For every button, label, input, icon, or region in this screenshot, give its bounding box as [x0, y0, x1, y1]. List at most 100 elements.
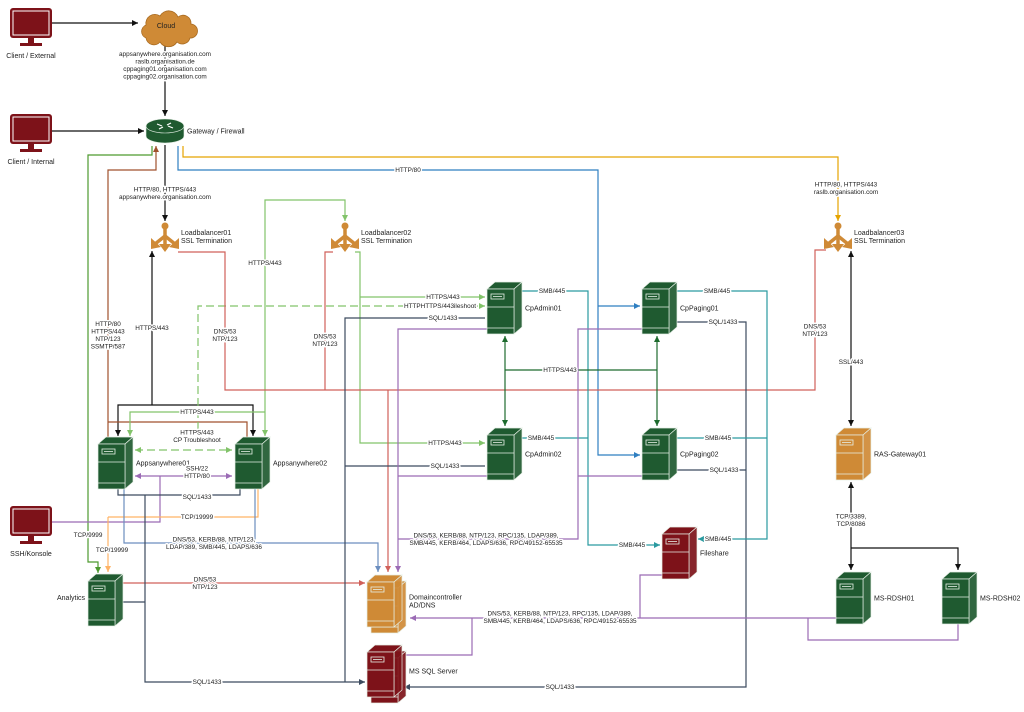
node-label-line: MS-RDSH02 — [980, 596, 1021, 603]
connection-black — [52, 128, 144, 134]
connection-line — [677, 321, 747, 470]
connection-label: HTTPS/443 — [428, 440, 462, 447]
connection-label-line: TCP/8086 — [837, 521, 866, 528]
server-icon — [234, 436, 271, 490]
connection-label-line: cppaging01.organisation.com — [123, 66, 207, 73]
monitor-icon — [10, 506, 52, 544]
node-apps01[interactable]: Appsanywhere01 — [97, 436, 190, 490]
cloud-icon — [141, 10, 198, 48]
node-ras-gateway[interactable]: RAS-Gateway01 — [835, 427, 926, 481]
connection-label-line: SQL/1433 — [429, 315, 458, 322]
connection-brown — [107, 146, 159, 437]
connection-label: SQL/1433 — [710, 467, 739, 474]
connection-label-line: SMB/445 — [705, 536, 732, 543]
node-cpadmin02[interactable]: CpAdmin02 — [486, 427, 562, 481]
node-cloud[interactable]: Cloud — [141, 10, 198, 48]
node-gateway[interactable]: Gateway / Firewall — [145, 118, 245, 144]
server-icon — [641, 427, 678, 481]
node-label: Client / External — [6, 53, 56, 60]
connection-label-line: raslb.organisation.com — [814, 189, 878, 196]
node-label: RAS-Gateway01 — [874, 452, 926, 459]
connection-slate — [677, 321, 747, 470]
node-ssh-konsole[interactable]: SSH/Konsole — [10, 506, 52, 558]
arrowhead-icon — [132, 20, 138, 26]
connection-label: HTTPS/443 — [543, 367, 577, 374]
server-icon — [835, 571, 872, 625]
node-label: CpPaging02 — [680, 452, 719, 459]
arrowhead-icon — [135, 447, 141, 453]
connection-label-line: SQL/1433 — [431, 463, 460, 470]
node-client-external[interactable]: Client / External — [6, 8, 56, 60]
connection-label: TCP/9999 — [74, 532, 103, 539]
connection-label-line: NTP/123 — [802, 331, 828, 338]
arrowhead-icon — [654, 420, 660, 426]
node-label-line: Gateway / Firewall — [187, 129, 245, 136]
connection-label-line: HTTPHTTPS/443ileshoot — [404, 303, 476, 310]
connection-line — [324, 251, 333, 390]
node-label: CpPaging01 — [680, 306, 719, 313]
connection-line — [398, 328, 642, 540]
connection-label: SMB/445 — [705, 536, 732, 543]
connection-line — [807, 618, 959, 641]
connection-line — [404, 470, 747, 688]
connection-label: SMB/445 — [539, 288, 566, 295]
connection-label-line: SQL/1433 — [183, 494, 212, 501]
router-icon — [145, 118, 185, 144]
connection-label-line: TCP/19999 — [181, 514, 214, 521]
connection-label: DNS/53, KERB/88, NTP/123, RPC/135, LDAP/… — [483, 611, 637, 625]
connection-brown — [108, 421, 248, 437]
connection-label: SQL/1433 — [183, 494, 212, 501]
node-rdsh02[interactable]: MS-RDSH02 — [941, 571, 1021, 625]
node-fileshare[interactable]: Fileshare — [661, 526, 729, 580]
connection-line — [52, 476, 161, 523]
connection-purple — [398, 328, 642, 540]
node-mssql[interactable]: MS SQL Server — [366, 644, 458, 704]
node-cppaging01[interactable]: CpPaging01 — [641, 281, 719, 335]
connection-label: HTTPS/443 — [248, 260, 282, 267]
connection-label-line: NTP/123 — [312, 341, 338, 348]
connection-line — [123, 488, 379, 572]
connection-purple — [135, 473, 232, 479]
node-cpadmin01[interactable]: CpAdmin01 — [486, 281, 562, 335]
connection-label-line: SQL/1433 — [709, 319, 738, 326]
connection-slate — [144, 495, 365, 685]
connection-blue — [598, 303, 640, 309]
node-label: MS SQL Server — [409, 669, 458, 676]
node-label: Client / Internal — [7, 159, 55, 166]
connection-darkgreen — [502, 336, 508, 426]
connection-label-line: HTTPS/443 — [428, 440, 462, 447]
node-analytics[interactable]: Analytics — [57, 573, 124, 627]
connection-label-line: SSL/443 — [839, 359, 864, 366]
loadbalancer-icon — [151, 222, 179, 252]
connection-label: HTTPHTTPS/443ileshoot — [404, 303, 476, 310]
connection-label-line: cppaging02.organisation.com — [123, 73, 207, 80]
connection-label-line: SMB/445 — [539, 288, 566, 295]
node-label: Gateway / Firewall — [187, 129, 245, 136]
node-client-internal[interactable]: Client / Internal — [7, 114, 55, 166]
node-label-line: Domaincontroller — [409, 595, 463, 602]
connection-black — [851, 547, 961, 570]
arrowhead-icon — [410, 615, 416, 621]
connection-line — [129, 411, 265, 436]
connection-label-line: NTP/123 — [212, 336, 238, 343]
connection-line — [117, 488, 241, 496]
connection-label-line: HTTPS/443 — [543, 367, 577, 374]
node-apps02[interactable]: Appsanywhere02 — [234, 436, 327, 490]
node-label-line: SSH/Konsole — [10, 551, 52, 558]
node-cppaging02[interactable]: CpPaging02 — [641, 427, 719, 481]
arrowhead-icon — [479, 303, 485, 309]
connection-label: HTTPS/443 — [135, 325, 169, 332]
node-rdsh01[interactable]: MS-RDSH01 — [835, 571, 915, 625]
connection-label: TCP/19999 — [181, 514, 214, 521]
arrowhead-icon — [848, 420, 854, 426]
connection-line — [698, 438, 768, 540]
connection-label: SQL/1433 — [431, 463, 460, 470]
arrowhead-icon — [479, 294, 485, 300]
node-label-line: Loadbalancer01 — [181, 230, 231, 237]
